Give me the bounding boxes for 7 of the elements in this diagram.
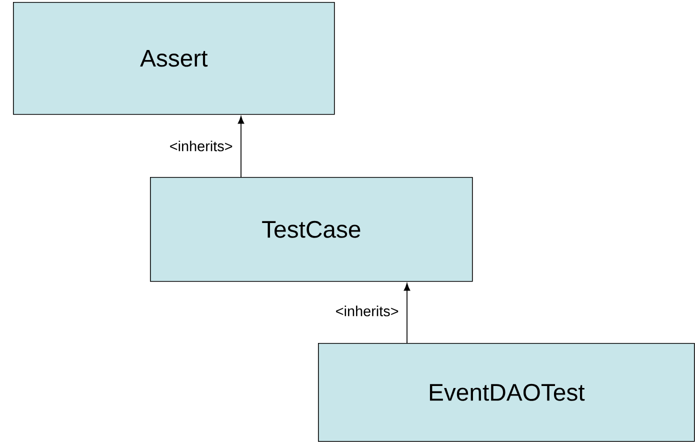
arrow [238,116,244,178]
edge-label: <inherits> [168,140,234,152]
class-box: Assert [13,2,335,115]
edge-label: <inherits> [334,304,400,318]
class-box: TestCase [150,176,473,282]
arrow [404,283,410,344]
class-box: EventDAOTest [318,343,695,442]
